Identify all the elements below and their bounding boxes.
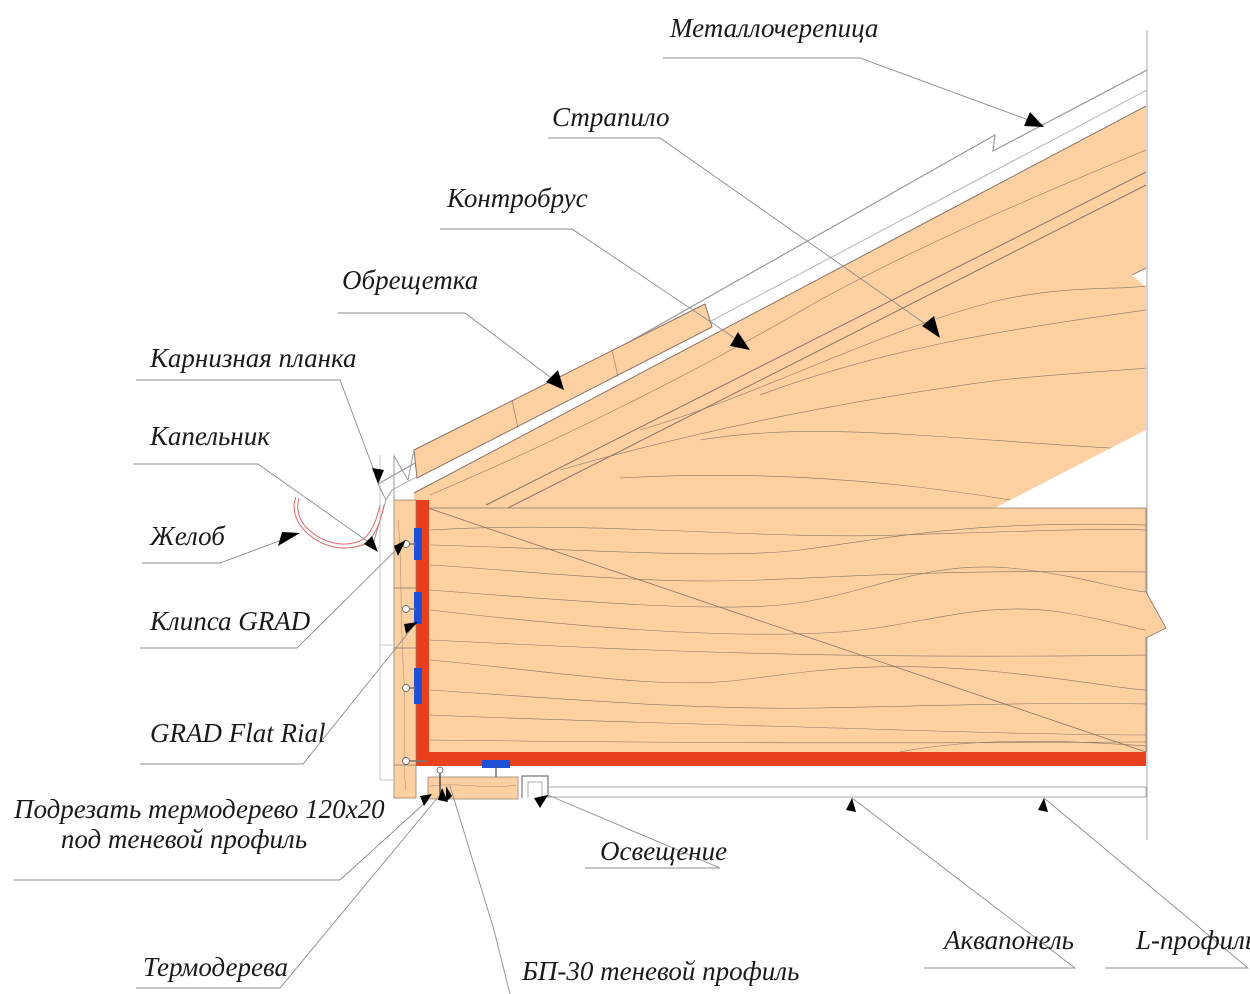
label-cut-note: Подрезать термодерево 120х20 под теневой… <box>14 794 385 855</box>
label-counter-batten: Контробрус <box>447 183 588 213</box>
label-shadow-profile: БП-30 теневой профиль <box>522 956 800 986</box>
label-l-profile: L-профиль <box>1136 925 1250 955</box>
label-cut-note-line2: под теневой профиль <box>60 824 308 855</box>
gutter <box>293 496 385 549</box>
label-rafter: Страпило <box>552 102 670 132</box>
leader-lines <box>14 57 1250 994</box>
label-metal-tile: Металлочерепица <box>670 13 879 43</box>
soffit <box>427 766 1147 800</box>
thermowood-vertical-boards <box>379 455 417 799</box>
label-flat-rail: GRAD Flat Rial <box>150 718 326 748</box>
lathing-board <box>413 303 713 479</box>
rafter <box>414 106 1146 512</box>
arrowheads <box>278 112 1048 812</box>
label-gutter: Желоб <box>150 521 225 551</box>
beam <box>428 508 1166 752</box>
label-cut-note-line1: Подрезать термодерево 120х20 <box>14 794 385 824</box>
label-lighting: Освещение <box>600 836 728 866</box>
label-lathing: Обрещетка <box>342 265 479 295</box>
label-drip-edge: Капельник <box>150 421 270 451</box>
label-clip: Клипса GRAD <box>150 606 311 636</box>
label-thermowood: Термодерева <box>143 952 289 982</box>
counter-batten-lines <box>413 105 1147 513</box>
label-aquapanel: Аквапонель <box>944 925 1074 955</box>
grad-clips <box>402 528 510 782</box>
label-eave-strip: Карнизная планка <box>150 343 357 373</box>
